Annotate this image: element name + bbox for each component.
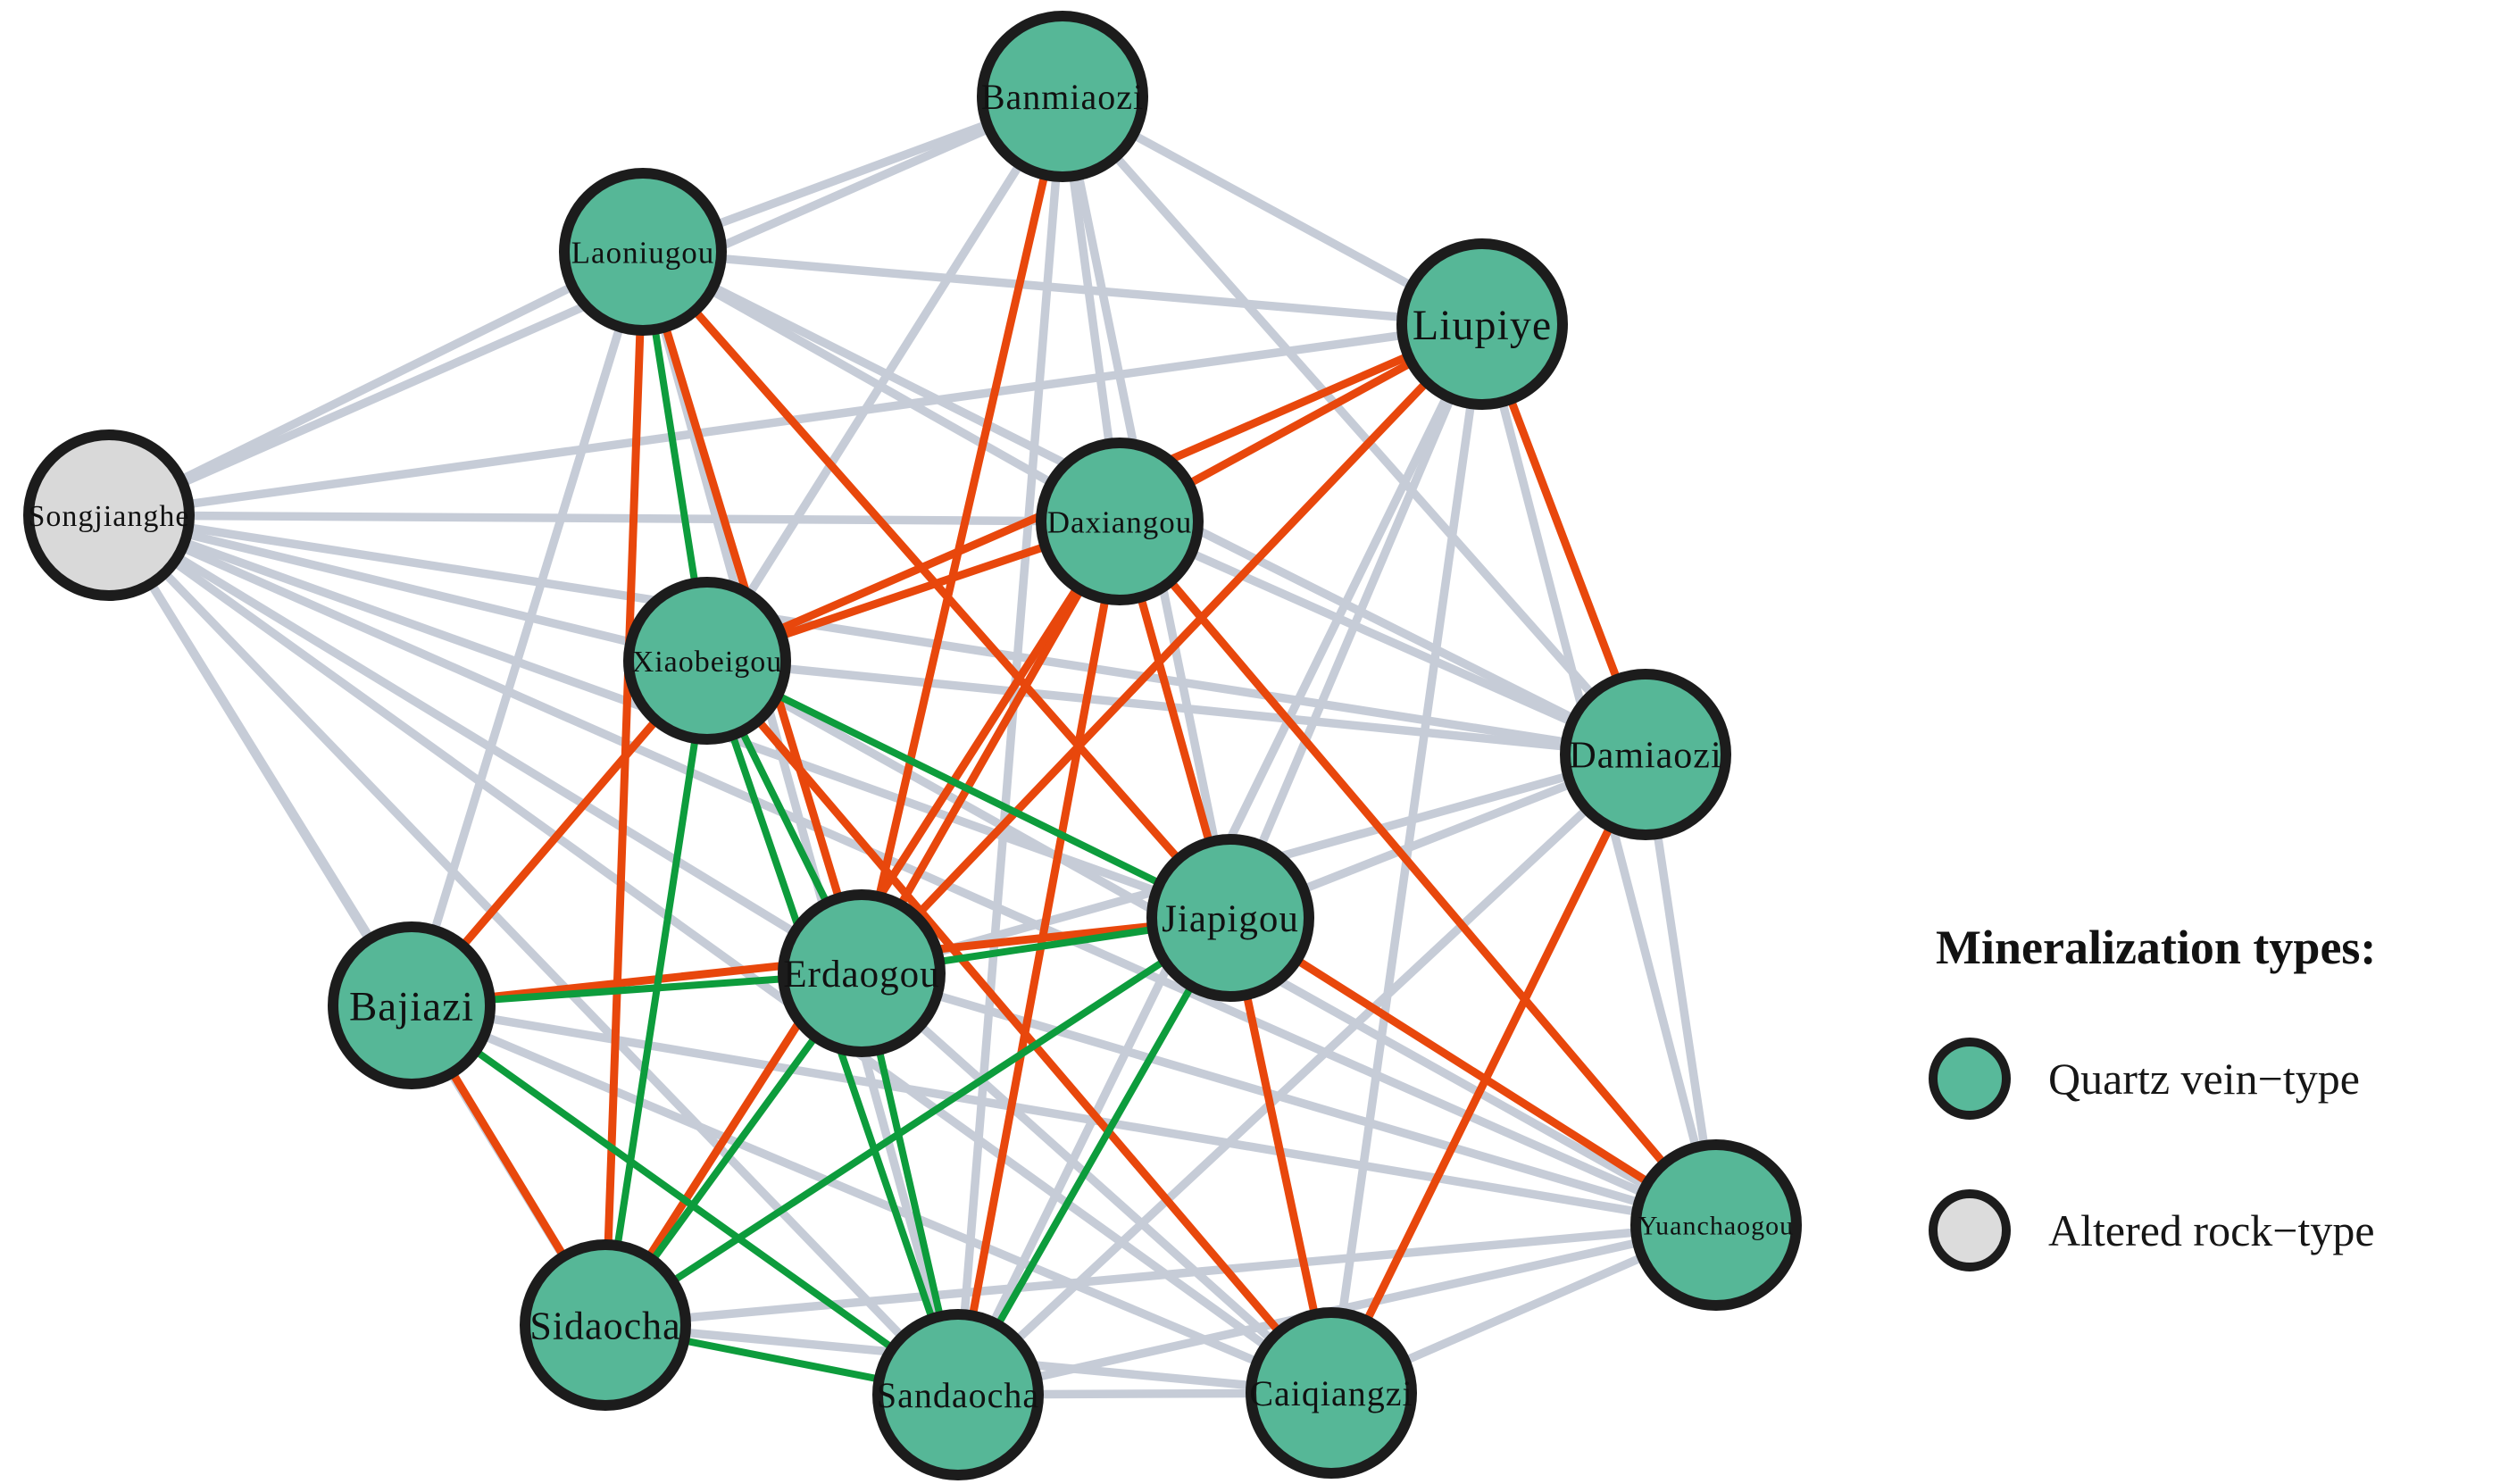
edge-songjianghe-erdaogou	[104, 511, 866, 978]
edge-sandaocha-jiapigou	[954, 914, 1234, 1398]
node-sidaocha[interactable]: Sidaocha	[520, 1239, 691, 1411]
node-erdaogou[interactable]: Erdaogou	[778, 889, 946, 1057]
node-circle-jiapigou[interactable]	[1146, 834, 1314, 1002]
edge-xiaobeigou-damiaozi	[703, 656, 1650, 759]
edge-caiqiangzi-damiaozi	[1327, 750, 1650, 1397]
edge-bajiazi-caiqiangzi	[407, 1001, 1336, 1397]
edge-xiaobeigou-sidaocha	[602, 657, 711, 1329]
edge-banmiaozi-xiaobeigou	[703, 92, 1067, 665]
edge-bajiazi-yuanchaogou	[407, 1001, 1721, 1230]
node-circle-daxiangou[interactable]	[1036, 438, 1204, 605]
node-jiapigou[interactable]: Jiapigou	[1146, 834, 1314, 1002]
node-circle-bajiazi[interactable]	[328, 921, 496, 1089]
edge-erdaogou-caiqiangzi	[857, 969, 1336, 1397]
node-bajiazi[interactable]: Bajiazi	[328, 921, 496, 1089]
edge-caiqiangzi-xiaobeigou	[703, 656, 1336, 1397]
edge-liupiye-jiapigou	[1226, 320, 1487, 922]
legend-title: Mineralization types:	[1936, 921, 2377, 974]
edge-songjianghe-caiqiangzi	[104, 511, 1336, 1397]
edge-banmiaozi-sandaocha	[954, 92, 1067, 1399]
legend-item-quartz: Quartz vein−type	[1929, 1038, 2509, 1120]
edge-sidaocha-jiapigou	[602, 914, 1234, 1329]
node-circle-erdaogou[interactable]	[778, 889, 946, 1057]
node-circle-xiaobeigou[interactable]	[623, 577, 791, 745]
edge-songjianghe-daxiangou	[104, 511, 1124, 526]
node-circle-sidaocha[interactable]	[520, 1239, 691, 1411]
node-sandaocha[interactable]: Sandaocha	[872, 1309, 1044, 1480]
edge-sidaocha-yuanchaogou	[601, 1221, 1721, 1330]
edge-laoniugou-daxiangou	[638, 247, 1124, 526]
edge-laoniugou-liupiye	[638, 247, 1487, 329]
edge-songjianghe-xiaobeigou	[104, 511, 712, 665]
node-banmiaozi[interactable]: Banmiaozi	[977, 11, 1148, 182]
legend-label-altered: Altered rock−type	[2048, 1205, 2375, 1255]
altered-rock-type-swatch-icon	[1929, 1189, 2011, 1271]
edge-erdaogou-yuanchaogou	[857, 969, 1721, 1230]
node-circle-banmiaozi[interactable]	[977, 11, 1148, 182]
edge-laoniugou-sandaocha	[638, 247, 963, 1399]
node-xiaobeigou[interactable]: Xiaobeigou	[623, 577, 791, 745]
edge-laoniugou-bajiazi	[407, 247, 647, 1010]
legend-item-altered: Altered rock−type	[1929, 1189, 2509, 1271]
node-circle-yuanchaogou[interactable]	[1630, 1139, 1802, 1311]
edge-liupiye-erdaogou	[857, 320, 1487, 978]
legend-label-quartz: Quartz vein−type	[2048, 1054, 2360, 1104]
edge-banmiaozi-erdaogou	[857, 92, 1067, 978]
edge-daxiangou-damiaozi	[1115, 517, 1650, 759]
node-daxiangou[interactable]: Daxiangou	[1036, 438, 1204, 605]
edge-daxiangou-yuanchaogou	[1115, 517, 1721, 1230]
node-circle-caiqiangzi[interactable]	[1246, 1307, 1417, 1479]
node-circle-damiaozi[interactable]	[1560, 669, 1731, 840]
edge-songjianghe-laoniugou	[104, 247, 647, 520]
node-yuanchaogou[interactable]: Yuanchaogou	[1630, 1139, 1802, 1311]
node-circle-sandaocha[interactable]	[872, 1309, 1044, 1480]
edge-jiapigou-yuanchaogou	[1226, 913, 1721, 1230]
legend: Mineralization types: Quartz vein−type A…	[1929, 920, 2509, 1341]
node-laoniugou[interactable]: Laoniugou	[559, 168, 727, 336]
node-caiqiangzi[interactable]: Caiqiangzi	[1246, 1307, 1417, 1479]
quartz-vein-type-swatch-icon	[1929, 1038, 2011, 1120]
edge-daxiangou-sandaocha	[954, 517, 1124, 1399]
edge-banmiaozi-damiaozi	[1058, 92, 1650, 759]
node-songjianghe[interactable]: Songjianghe	[23, 429, 195, 601]
edge-songjianghe-damiaozi	[104, 511, 1650, 759]
edge-bajiazi-sandaocha	[408, 1002, 962, 1398]
edge-songjianghe-yuanchaogou	[104, 511, 1721, 1230]
edge-xiaobeigou-jiapigou	[704, 657, 1234, 921]
node-damiaozi[interactable]: Damiaozi	[1560, 669, 1731, 840]
node-liupiye[interactable]: Liupiye	[1396, 238, 1568, 410]
edge-songjianghe-sandaocha	[104, 511, 963, 1399]
node-circle-songjianghe[interactable]	[23, 429, 195, 601]
node-circle-laoniugou[interactable]	[559, 168, 727, 336]
node-circle-liupiye[interactable]	[1396, 238, 1568, 410]
